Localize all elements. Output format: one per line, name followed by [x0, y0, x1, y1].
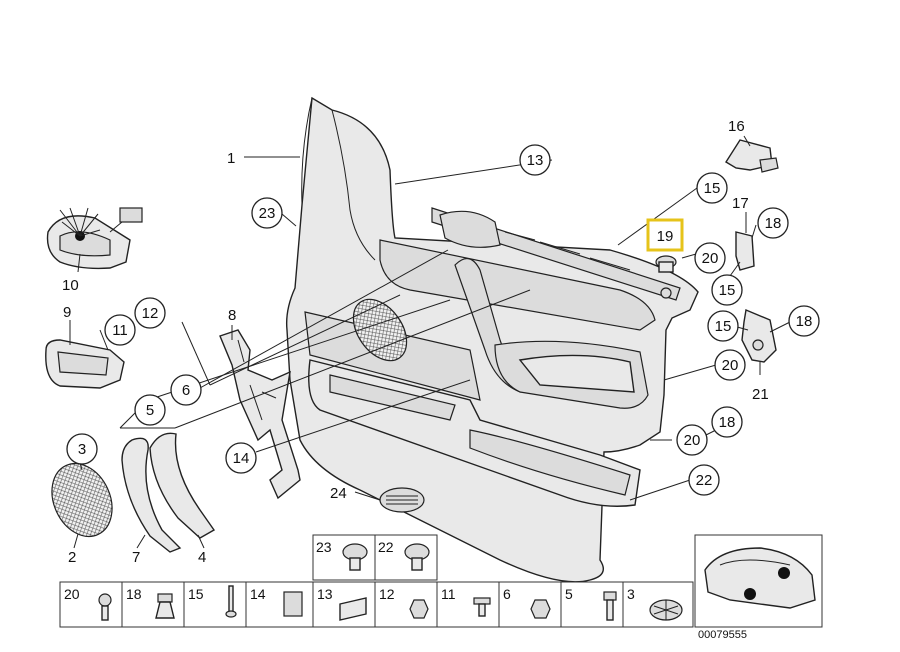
- svg-text:20: 20: [722, 357, 739, 374]
- callout-20c: 20: [676, 424, 708, 456]
- table-cell-18: 18: [126, 586, 142, 602]
- table-cell-3: 3: [627, 586, 635, 602]
- table-cell-6: 6: [503, 586, 511, 602]
- callout-7: 7: [132, 549, 140, 566]
- svg-text:20: 20: [684, 432, 701, 449]
- grommet-3-icon: [649, 599, 683, 621]
- callouts: 1 16 17 10 9 8 2 7 4 21 13 15 23 19 18 2…: [62, 118, 820, 566]
- callout-19-highlighted: 19: [646, 218, 684, 252]
- svg-text:14: 14: [233, 450, 250, 467]
- table-cell-13: 13: [317, 586, 333, 602]
- svg-text:15: 15: [719, 282, 736, 299]
- table-cell-23: 23: [316, 539, 332, 555]
- callout-18a: 18: [757, 207, 789, 239]
- table-cell-15: 15: [188, 586, 204, 602]
- svg-text:19: 19: [657, 228, 674, 245]
- callout-21: 21: [752, 386, 769, 403]
- door-trim-panel: [285, 96, 699, 583]
- callout-5: 5: [134, 394, 166, 426]
- part-8-bracket: [219, 329, 301, 500]
- callout-23: 23: [251, 197, 283, 229]
- part-21-bracket: [741, 309, 777, 363]
- bolt-5-icon: [603, 591, 617, 621]
- callout-14: 14: [225, 442, 257, 474]
- nut-14-icon: [283, 591, 303, 617]
- svg-text:18: 18: [765, 215, 782, 232]
- svg-text:22: 22: [696, 472, 713, 489]
- callout-20b: 20: [714, 349, 746, 381]
- table-cell-12: 12: [379, 586, 395, 602]
- part-7-trim-strip: [121, 437, 182, 553]
- part-24-grille: [379, 487, 425, 513]
- catalog-number: 00079555: [698, 629, 747, 641]
- table-cell-11: 11: [441, 586, 456, 602]
- part-9-handle: [45, 339, 125, 389]
- svg-text:18: 18: [719, 414, 736, 431]
- table-cell-5: 5: [565, 586, 573, 602]
- screw-11-icon: [473, 597, 491, 617]
- part-16-bracket: [725, 139, 779, 173]
- svg-text:15: 15: [715, 318, 732, 335]
- callout-12: 12: [134, 297, 166, 329]
- clip-18-icon: [155, 593, 175, 619]
- callout-18b: 18: [788, 305, 820, 337]
- callout-1: 1: [227, 150, 235, 167]
- nut-6-icon: [530, 599, 551, 619]
- callout-18c: 18: [711, 406, 743, 438]
- callout-22: 22: [688, 464, 720, 496]
- table-bottom-row: 20 18 15 14 13 12 11 6 5 3: [59, 581, 694, 628]
- clip-13-icon: [339, 597, 367, 621]
- svg-text:3: 3: [78, 441, 86, 458]
- screw-20-icon: [98, 593, 112, 621]
- rivet-15-icon: [225, 585, 237, 618]
- callout-6: 6: [170, 374, 202, 406]
- callout-16: 16: [728, 118, 745, 135]
- callout-13: 13: [519, 144, 551, 176]
- part-2-speaker-grille: [51, 462, 113, 538]
- part-10-handle: [46, 207, 143, 270]
- nut-12-icon: [409, 599, 429, 619]
- part-4-trim-strip: [149, 432, 216, 539]
- table-cell-14: 14: [250, 586, 266, 602]
- callout-17: 17: [732, 195, 749, 212]
- callout-15c: 15: [707, 310, 739, 342]
- clip-23-icon: [342, 543, 368, 571]
- svg-text:15: 15: [704, 180, 721, 197]
- callout-24: 24: [330, 485, 347, 502]
- callout-20a: 20: [694, 242, 726, 274]
- callout-2: 2: [68, 549, 76, 566]
- parts-table: 23 22 20 18 15 14 13 12: [59, 534, 694, 628]
- callout-4: 4: [198, 549, 206, 566]
- callout-15a: 15: [696, 172, 728, 204]
- svg-text:20: 20: [702, 250, 719, 267]
- callout-3: 3: [66, 433, 98, 465]
- svg-text:12: 12: [142, 305, 159, 322]
- vehicle-locator-thumbnail: 00079555: [694, 534, 823, 641]
- svg-text:5: 5: [146, 402, 154, 419]
- callout-15b: 15: [711, 274, 743, 306]
- svg-text:18: 18: [796, 313, 813, 330]
- part-19-clip: [655, 255, 677, 299]
- callout-9: 9: [63, 304, 71, 321]
- callout-10: 10: [62, 277, 79, 294]
- svg-text:13: 13: [527, 152, 544, 169]
- part-17-bracket: [735, 231, 755, 271]
- table-cell-20: 20: [64, 586, 80, 602]
- callout-11: 11: [104, 314, 136, 346]
- callout-8: 8: [228, 307, 236, 324]
- svg-text:6: 6: [182, 382, 190, 399]
- svg-text:23: 23: [259, 205, 276, 222]
- clip-22-icon: [404, 543, 430, 571]
- svg-text:11: 11: [112, 322, 128, 339]
- table-cell-22: 22: [378, 539, 394, 555]
